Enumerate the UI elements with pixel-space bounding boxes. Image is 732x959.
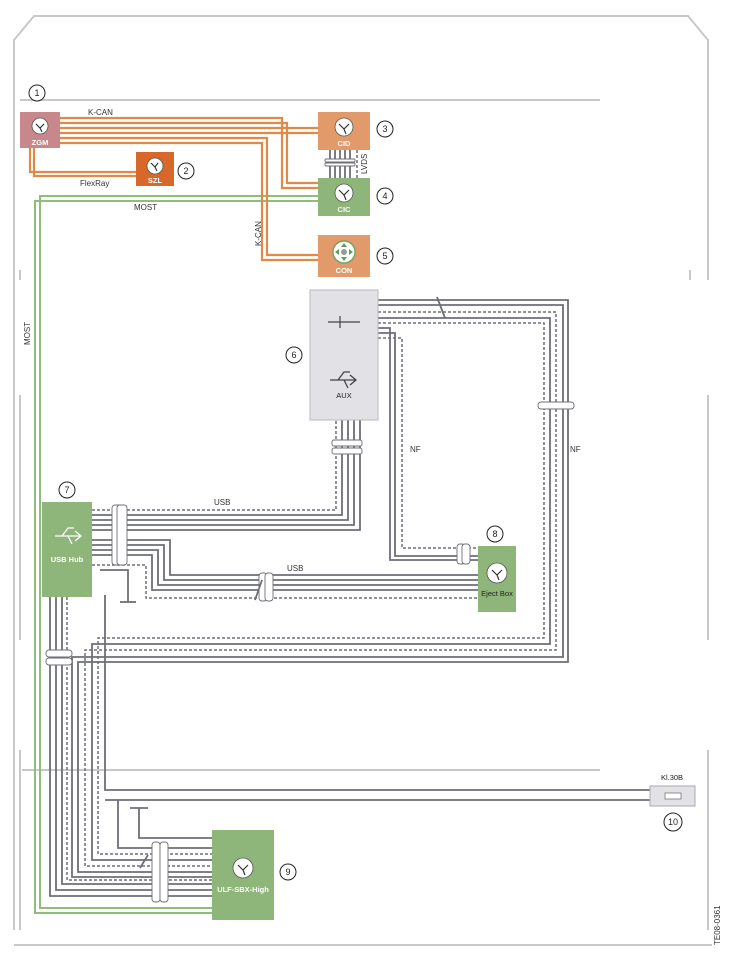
kcan-vertical-label: K-CAN xyxy=(254,221,263,246)
component-kl30b[interactable]: Kl.30B xyxy=(649,773,696,807)
component-aux[interactable]: AUX xyxy=(309,289,379,421)
marker-1: 1 xyxy=(34,88,39,98)
component-cic[interactable]: CIC xyxy=(318,178,370,216)
con-label: CON xyxy=(336,266,353,275)
flexray-label: FlexRay xyxy=(80,179,109,188)
vehicle-outline xyxy=(13,15,712,946)
marker-9: 9 xyxy=(285,867,290,877)
lvds-label: LVDS xyxy=(360,154,369,174)
szl-label: SZL xyxy=(148,176,163,185)
usb-upper-label: USB xyxy=(214,498,230,507)
number-markers: 1 2 3 4 5 6 7 8 9 10 xyxy=(28,84,683,881)
kl30b-label: Kl.30B xyxy=(661,773,683,782)
component-zgm[interactable]: ZGM xyxy=(20,112,60,148)
marker-10: 10 xyxy=(668,817,678,827)
nf-inner-label: NF xyxy=(410,445,421,454)
most-bus-lines xyxy=(34,195,318,914)
connection-labels: K-CAN FlexRay MOST K-CAN LVDS MOST NF NF… xyxy=(23,108,722,945)
shielding-marks xyxy=(45,296,575,903)
ulf-sbx-high-label: ULF-SBX-High xyxy=(217,885,269,894)
nf-outer-label: NF xyxy=(570,445,581,454)
component-con[interactable]: CON xyxy=(318,235,370,277)
most-left-label: MOST xyxy=(23,322,32,345)
marker-4: 4 xyxy=(382,191,387,201)
lvds-lines xyxy=(324,150,358,178)
kl30b-supply-line xyxy=(104,595,650,849)
nf-lines-outer xyxy=(71,299,569,878)
component-cid[interactable]: CID xyxy=(318,112,370,150)
usb-lines-aux-hub xyxy=(92,420,361,531)
usb-lower-label: USB xyxy=(287,564,303,573)
marker-7: 7 xyxy=(64,485,69,495)
aux-label: AUX xyxy=(336,391,351,400)
kcan-top-label: K-CAN xyxy=(88,108,113,117)
usb-hub-label: USB Hub xyxy=(51,555,84,564)
component-ulf-sbx-high[interactable]: ULF-SBX-High xyxy=(212,830,274,920)
component-eject-box[interactable]: Eject Box xyxy=(478,546,516,612)
marker-2: 2 xyxy=(183,166,188,176)
zgm-label: ZGM xyxy=(32,138,49,147)
eject-box-label: Eject Box xyxy=(481,589,513,598)
component-usb-hub[interactable]: USB Hub xyxy=(42,502,92,597)
most-top-label: MOST xyxy=(134,203,157,212)
marker-5: 5 xyxy=(382,251,387,261)
watermark-code: TE08-0361 xyxy=(713,905,722,945)
cid-label: CID xyxy=(338,139,352,148)
component-szl[interactable]: SZL xyxy=(136,152,174,186)
marker-3: 3 xyxy=(382,124,387,134)
marker-6: 6 xyxy=(291,350,296,360)
kcan-flexray-lines xyxy=(28,116,318,262)
nf-lines-aux-eject xyxy=(378,327,478,561)
marker-8: 8 xyxy=(492,529,497,539)
cic-label: CIC xyxy=(338,205,352,214)
